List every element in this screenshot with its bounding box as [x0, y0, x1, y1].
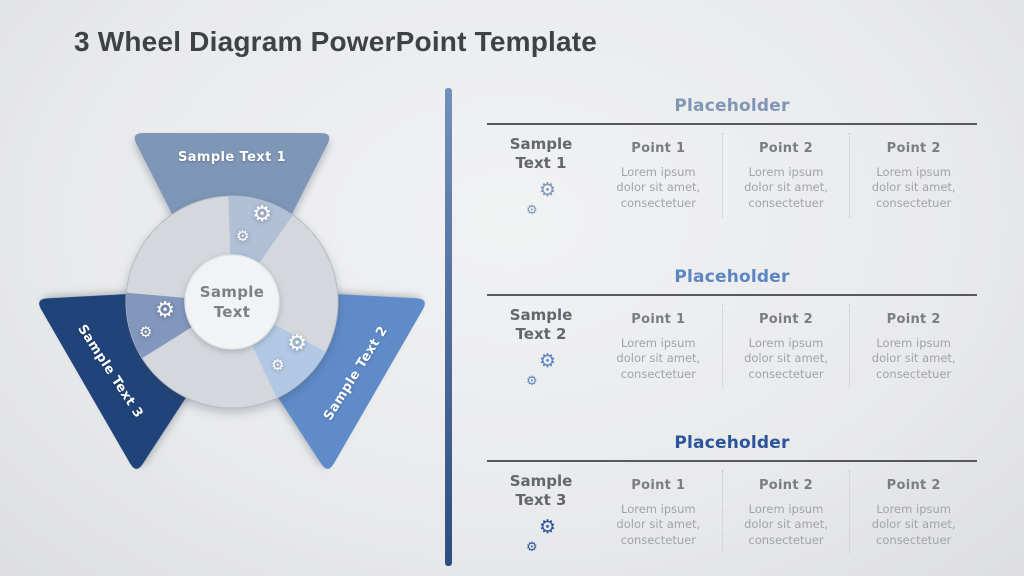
point-body: Lorem ipsum dolor sit amet, consectetuer [616, 336, 701, 381]
point-body: Lorem ipsum dolor sit amet, consectetuer [744, 165, 828, 210]
gear-icon: ⚙ [271, 356, 285, 374]
section-heading: Placeholder [674, 96, 790, 116]
section-row: Sample Text 2 ⚙ ⚙ Point 1 Lorem ipsum do… [487, 304, 977, 388]
point-column: Point 2 Lorem ipsum dolor sit amet, cons… [849, 133, 977, 217]
point-column: Point 1 Lorem ipsum dolor sit amet, cons… [595, 470, 722, 554]
gear-icon: ⚙ [526, 202, 538, 218]
point-body: Lorem ipsum dolor sit amet, consectetuer [616, 165, 701, 210]
point-body: Lorem ipsum dolor sit amet, consectetuer [871, 165, 956, 210]
point-title: Point 1 [631, 141, 686, 156]
gear-icon: ⚙ [139, 323, 153, 341]
gear-icon: ⚙ [287, 331, 307, 356]
point-body: Lorem ipsum dolor sit amet, consectetuer [744, 336, 828, 381]
wheel-wedge-1 [228, 196, 293, 268]
section-heading: Placeholder [674, 267, 790, 287]
point-body: Lorem ipsum dolor sit amet, consectetuer [616, 502, 701, 547]
page-title: 3 Wheel Diagram PowerPoint Template [74, 26, 598, 57]
section-row: Sample Text 1 ⚙ ⚙ Point 1 Lorem ipsum do… [487, 133, 977, 217]
gear-icon: ⚙ [538, 178, 556, 201]
gears-icon: ⚙ ⚙ [236, 204, 272, 246]
placeholder-section-2: Placeholder Sample Text 2 ⚙ ⚙ Point 1 Lo… [487, 265, 977, 388]
wheel-center-circle [184, 254, 280, 350]
section-label: Sample Text 3 [509, 472, 573, 509]
wheel-segment-label-1: Sample Text 1 [177, 150, 287, 165]
gear-icon: ⚙ [526, 539, 538, 555]
point-column: Point 2 Lorem ipsum dolor sit amet, cons… [849, 304, 977, 388]
section-rule [487, 460, 977, 462]
point-title: Point 2 [886, 141, 941, 156]
section-label-column: Sample Text 2 ⚙ ⚙ [487, 304, 595, 388]
point-title: Point 1 [631, 478, 686, 493]
wheel-wedge-2 [249, 321, 326, 399]
gears-icon: ⚙ ⚙ [526, 515, 556, 555]
gears-icon: ⚙ ⚙ [139, 300, 175, 342]
gear-icon: ⚙ [538, 515, 556, 538]
section-rule [487, 294, 977, 296]
point-title: Point 2 [886, 478, 941, 493]
section-label-column: Sample Text 3 ⚙ ⚙ [487, 470, 595, 554]
section-label-column: Sample Text 1 ⚙ ⚙ [487, 133, 595, 217]
wheel-diagram-shapes [39, 133, 425, 469]
gears-icon: ⚙ ⚙ [526, 178, 556, 218]
gears-icon: ⚙ ⚙ [271, 333, 307, 375]
section-label: Sample Text 1 [509, 135, 573, 172]
point-column: Point 1 Lorem ipsum dolor sit amet, cons… [595, 304, 722, 388]
point-column: Point 2 Lorem ipsum dolor sit amet, cons… [721, 304, 850, 388]
point-body: Lorem ipsum dolor sit amet, consectetuer [871, 336, 956, 381]
wheel-wedge-3 [126, 292, 197, 359]
point-column: Point 2 Lorem ipsum dolor sit amet, cons… [721, 470, 850, 554]
wheel-center-label: Sample Text [199, 282, 265, 321]
gear-icon: ⚙ [538, 349, 556, 372]
point-title: Point 2 [758, 312, 814, 327]
point-body: Lorem ipsum dolor sit amet, consectetuer [744, 502, 828, 547]
gear-icon: ⚙ [236, 227, 250, 245]
gears-icon: ⚙ ⚙ [526, 349, 556, 389]
placeholder-section-1: Placeholder Sample Text 1 ⚙ ⚙ Point 1 Lo… [487, 94, 977, 217]
point-column: Point 1 Lorem ipsum dolor sit amet, cons… [595, 133, 722, 217]
section-label: Sample Text 2 [509, 306, 573, 343]
gear-icon: ⚙ [252, 202, 272, 227]
point-title: Point 1 [631, 312, 686, 327]
gear-icon: ⚙ [155, 298, 175, 323]
point-column: Point 2 Lorem ipsum dolor sit amet, cons… [849, 470, 977, 554]
point-title: Point 2 [758, 478, 814, 493]
placeholder-section-3: Placeholder Sample Text 3 ⚙ ⚙ Point 1 Lo… [487, 431, 977, 554]
point-body: Lorem ipsum dolor sit amet, consectetuer [871, 502, 956, 547]
gear-icon: ⚙ [526, 373, 538, 389]
divider-bar [445, 88, 452, 566]
section-row: Sample Text 3 ⚙ ⚙ Point 1 Lorem ipsum do… [487, 470, 977, 554]
section-rule [487, 123, 977, 125]
section-heading: Placeholder [674, 433, 790, 453]
point-title: Point 2 [758, 141, 814, 156]
point-title: Point 2 [886, 312, 941, 327]
point-column: Point 2 Lorem ipsum dolor sit amet, cons… [721, 133, 850, 217]
wheel-diagram: ⚙ ⚙ ⚙ ⚙ ⚙ ⚙ Sample Text 1 Sample Text 2 … [0, 0, 460, 576]
